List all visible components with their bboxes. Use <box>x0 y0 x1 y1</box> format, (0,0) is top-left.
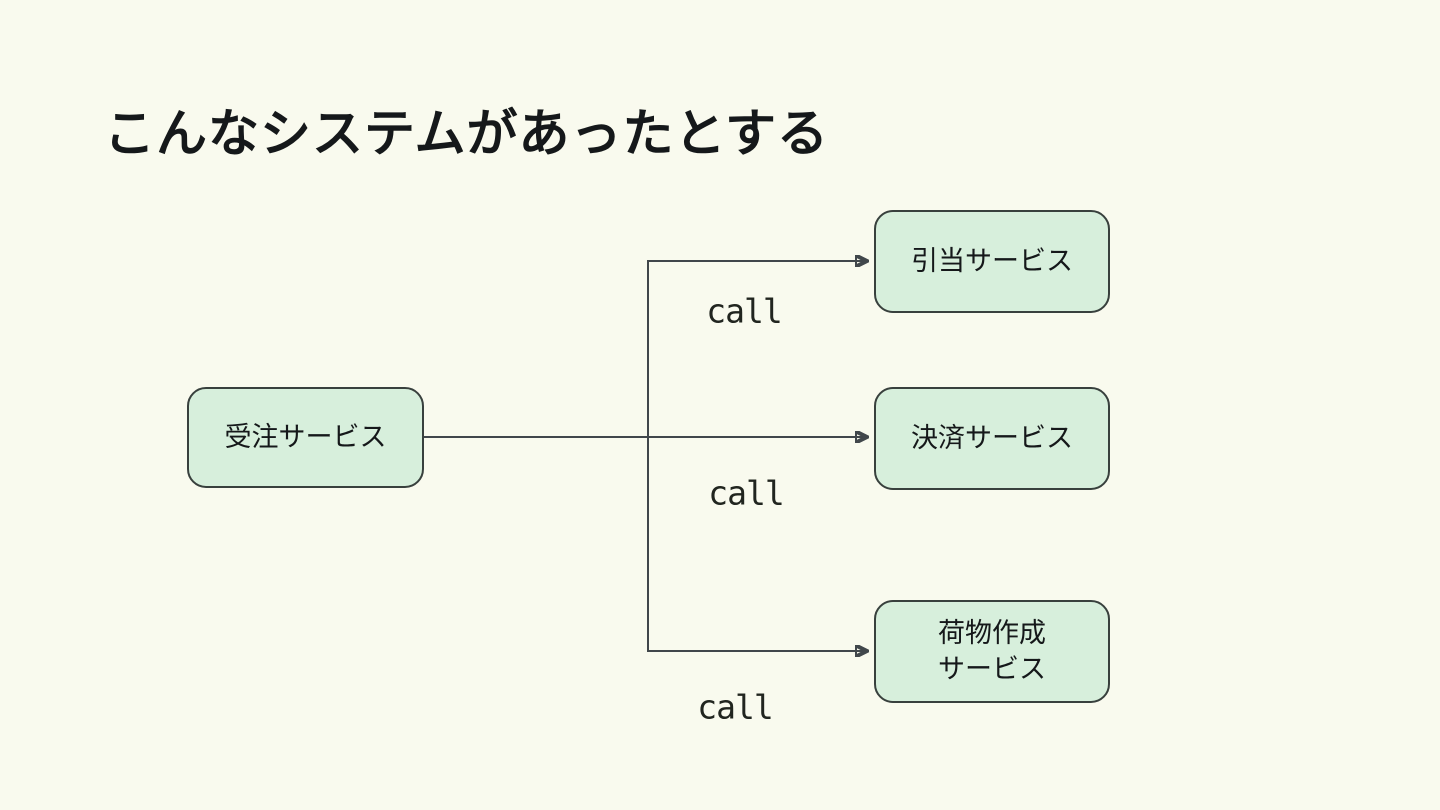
node-allocation-service: 引当サービス <box>874 210 1110 313</box>
node-payment-service: 決済サービス <box>874 387 1110 490</box>
edge-label-call-package: call <box>697 687 773 727</box>
node-allocation-service-label: 引当サービス <box>911 245 1073 277</box>
node-package-creation-service: 荷物作成 サービス <box>874 600 1110 703</box>
node-package-creation-service-label: 荷物作成 サービス <box>938 618 1046 685</box>
edge-label-call-allocation: call <box>706 291 782 331</box>
edge-order-to-allocation <box>647 261 866 437</box>
node-order-service-label: 受注サービス <box>224 421 387 453</box>
edge-order-to-package <box>647 437 866 651</box>
node-order-service: 受注サービス <box>187 387 424 488</box>
edge-label-call-payment: call <box>708 473 784 513</box>
slide-title: こんなシステムがあったとする <box>104 105 829 164</box>
node-payment-service-label: 決済サービス <box>911 422 1073 454</box>
